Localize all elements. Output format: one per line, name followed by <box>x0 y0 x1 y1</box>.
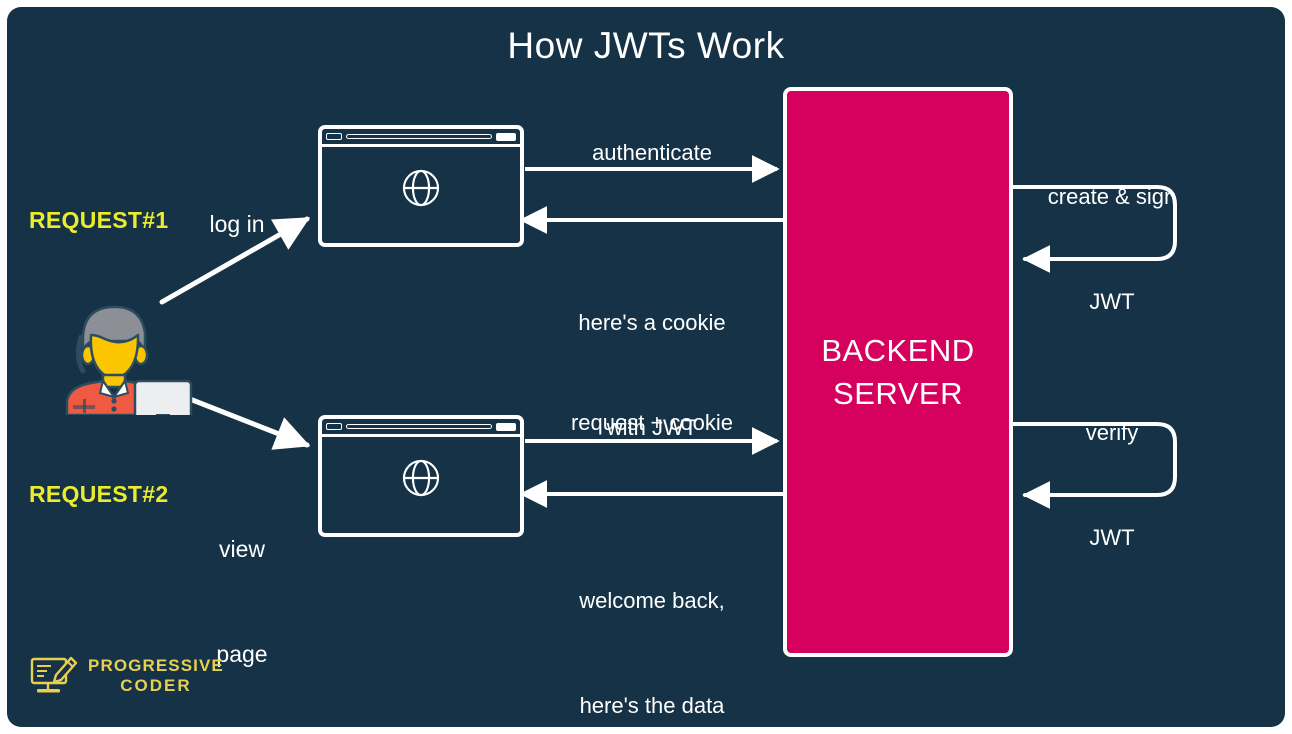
data-response-label: welcome back, here's the data <box>512 513 792 727</box>
create-sign-jwt-line2: JWT <box>1089 289 1135 314</box>
request-cookie-label: request + cookie <box>570 410 734 435</box>
create-sign-jwt-label: create & sign JWT <box>1022 109 1202 389</box>
browser-window-2[interactable] <box>318 415 524 537</box>
backend-server-line2: SERVER <box>833 376 963 411</box>
verify-jwt-label: verify JWT <box>1022 345 1202 625</box>
browser-nav-button-icon[interactable] <box>326 423 342 430</box>
browser-menu-button-icon[interactable] <box>496 132 516 141</box>
logo-text-line2: CODER <box>120 676 192 695</box>
page-title: How JWTs Work <box>507 25 785 66</box>
logo-text: PROGRESSIVE CODER <box>88 656 224 696</box>
monitor-pencil-icon <box>30 656 78 693</box>
data-response-line2: here's the data <box>579 693 725 718</box>
cookie-response-label: here's a cookie with JWT <box>512 235 792 515</box>
browser-toolbar-1 <box>322 129 520 147</box>
backend-server-label: BACKEND SERVER <box>821 329 974 415</box>
browser-url-bar[interactable] <box>346 134 492 139</box>
logo-text-line1: PROGRESSIVE <box>88 656 224 675</box>
data-response-line1: welcome back, <box>579 588 725 613</box>
browser-menu-button-icon[interactable] <box>496 422 516 431</box>
globe-icon <box>402 460 440 497</box>
request-1-label: REQUEST#1 <box>29 207 169 233</box>
verify-jwt-line2: JWT <box>1089 525 1135 550</box>
authenticate-label: authenticate <box>592 140 712 165</box>
cookie-response-line2: with JWT <box>606 415 698 440</box>
diagram-canvas: How JWTs Work <box>7 7 1285 727</box>
cookie-response-line1: here's a cookie <box>578 310 726 335</box>
create-sign-jwt-line1: create & sign <box>1047 184 1177 209</box>
request-2-action-label: view page <box>197 462 287 727</box>
user-illustration <box>65 305 193 415</box>
browser-nav-button-icon[interactable] <box>326 133 342 140</box>
request-2-label: REQUEST#2 <box>29 481 169 507</box>
progressive-coder-logo: PROGRESSIVE CODER <box>29 655 224 697</box>
request-2-action-line2: page <box>216 641 268 667</box>
request-2-action-line1: view <box>218 536 265 562</box>
browser-url-bar[interactable] <box>346 424 492 429</box>
globe-icon <box>402 170 440 207</box>
backend-server-line1: BACKEND <box>821 333 975 368</box>
backend-server-box[interactable]: BACKEND SERVER <box>783 87 1013 657</box>
browser-toolbar-2 <box>322 419 520 437</box>
verify-jwt-line1: verify <box>1085 420 1139 445</box>
request-1-action-label: log in <box>209 211 265 237</box>
browser-window-1[interactable] <box>318 125 524 247</box>
